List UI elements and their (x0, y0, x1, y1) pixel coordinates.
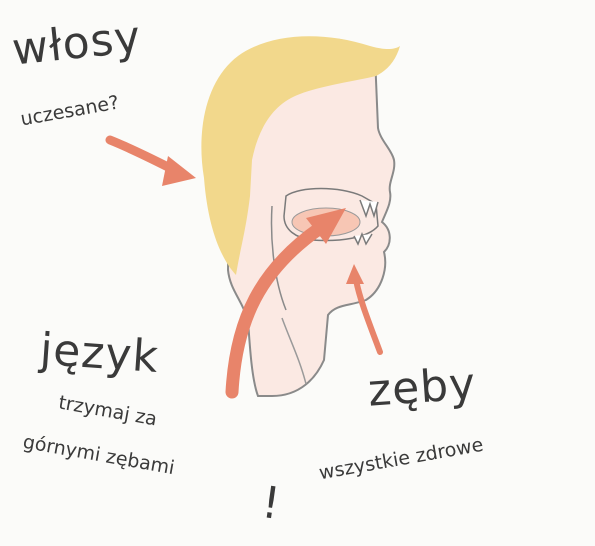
teeth-title: zęby (366, 358, 477, 416)
tongue-title: język (38, 324, 160, 383)
hair-arrow-head (162, 156, 196, 186)
